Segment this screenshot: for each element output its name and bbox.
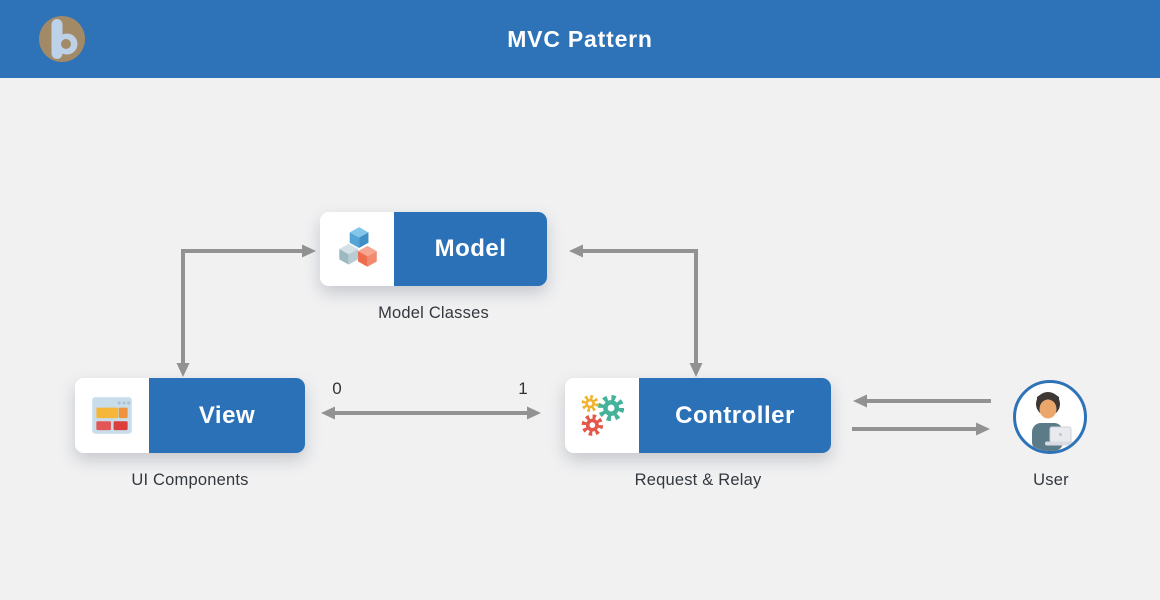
node-model-sublabel: Model Classes — [378, 304, 489, 322]
edge-label-0: 0 — [332, 379, 342, 398]
node-view-sublabel: UI Components — [131, 471, 249, 489]
app-header: MVC Pattern — [0, 0, 1160, 78]
node-controller-sublabel: Request & Relay — [634, 471, 762, 489]
b-logo-icon — [39, 16, 85, 62]
node-view-label: View — [149, 378, 305, 453]
gears-icon — [565, 378, 639, 453]
node-controller-label: Controller — [639, 378, 831, 453]
arrow-view-model — [176, 244, 316, 377]
node-model: Model — [320, 212, 547, 286]
node-view: View — [75, 378, 305, 453]
user-avatar — [1013, 380, 1087, 454]
person-laptop-icon — [1032, 392, 1073, 451]
browser-window-icon — [75, 378, 149, 453]
page-title: MVC Pattern — [507, 26, 653, 52]
user-label: User — [1033, 471, 1069, 489]
arrow-controller-to-user — [852, 422, 990, 436]
cubes-icon — [320, 212, 394, 286]
node-model-label: Model — [394, 212, 547, 286]
arrow-user-to-controller — [853, 394, 991, 408]
arrow-view-controller — [321, 406, 541, 420]
arrow-controller-model — [569, 244, 703, 377]
edge-label-1: 1 — [518, 379, 528, 398]
node-controller: Controller — [565, 378, 831, 453]
